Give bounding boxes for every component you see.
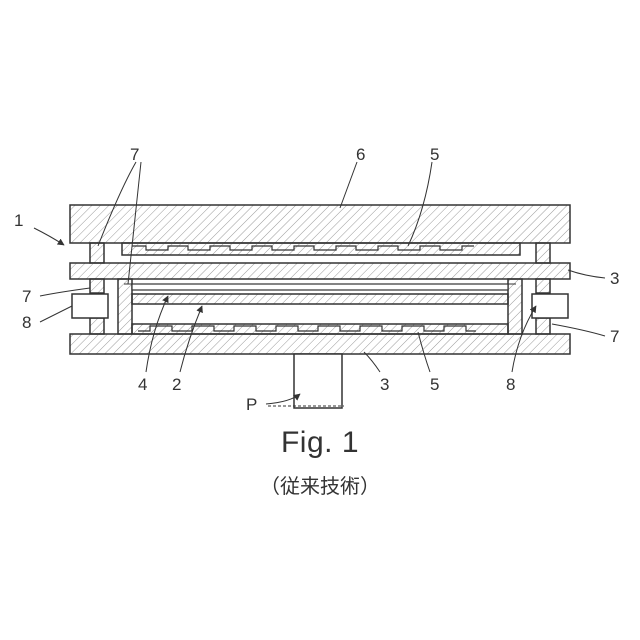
label-P: P <box>246 395 257 414</box>
label-7-top: 7 <box>130 145 139 164</box>
bottom-plate-3 <box>70 334 570 354</box>
label-2: 2 <box>172 375 181 394</box>
label-5-bottom: 5 <box>430 375 439 394</box>
label-6: 6 <box>356 145 365 164</box>
label-4: 4 <box>138 375 147 394</box>
electrode-2 <box>132 294 508 304</box>
top-channel-plate-5 <box>122 243 520 255</box>
label-8-right: 8 <box>506 375 515 394</box>
figure-title: Fig. 1 <box>0 426 640 460</box>
label-1: 1 <box>14 211 23 230</box>
figure-subtitle: （従来技術） <box>0 470 640 499</box>
label-7-right: 7 <box>610 327 619 346</box>
bottom-channel-plate-5 <box>132 324 508 334</box>
label-5-top: 5 <box>430 145 439 164</box>
label-3-right: 3 <box>610 269 619 288</box>
port-P <box>266 354 344 408</box>
label-7-left: 7 <box>22 287 31 306</box>
label-8-left: 8 <box>22 313 31 332</box>
membrane-4 <box>124 284 516 290</box>
top-plate-6 <box>70 205 570 243</box>
label-3-bottom: 3 <box>380 375 389 394</box>
middle-plate-3 <box>70 263 570 279</box>
